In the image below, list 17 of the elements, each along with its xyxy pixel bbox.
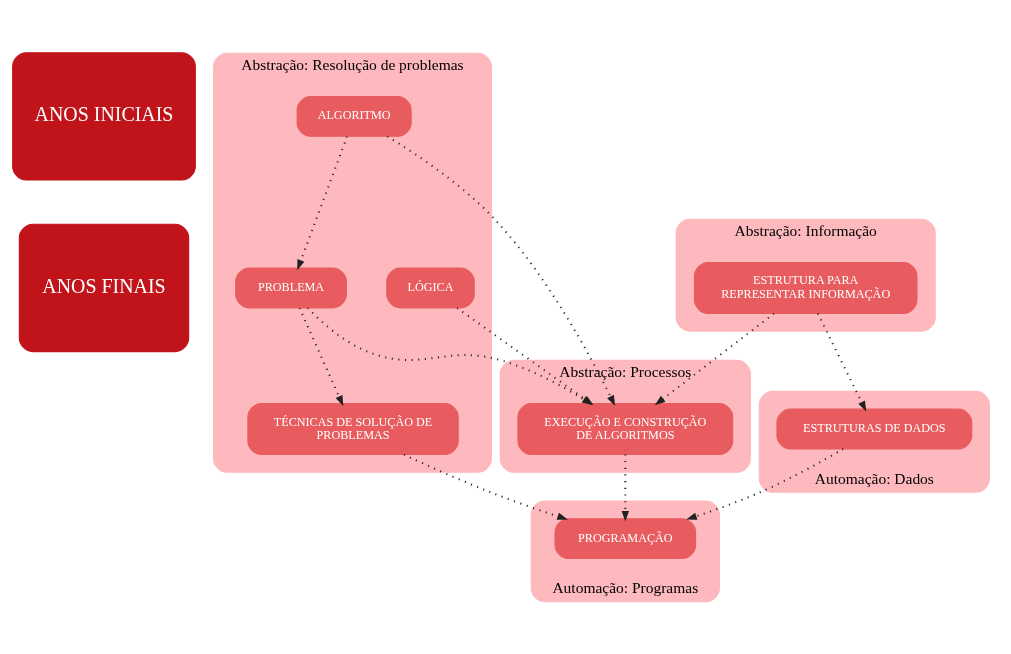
node-box: TÉCNICAS DE SOLUÇÃO DE PROBLEMAS <box>247 402 459 455</box>
arrow <box>298 306 344 406</box>
node-box: PROBLEMA <box>235 266 347 308</box>
node-box: ALGORITMO <box>296 95 412 137</box>
arrow <box>621 453 630 522</box>
arrow <box>654 312 775 405</box>
node-box: ANOS FINAIS <box>18 223 190 352</box>
node-box: ANOS INICIAIS <box>12 51 196 181</box>
node-box: EXECUÇÃO E CONSTRUÇÃO DE ALGORITMOS <box>517 402 734 455</box>
node-box: PROGRAMAÇÃO <box>554 517 697 559</box>
arrow <box>403 453 568 520</box>
node-box: LÓGICA <box>386 266 475 308</box>
arrow <box>297 135 348 270</box>
arrow <box>686 447 845 520</box>
node-box: ESTRUTURA PARA REPRESENTAR INFORMAÇÃO <box>693 261 918 314</box>
node-box: ESTRUTURAS DE DADOS <box>776 408 973 450</box>
arrow <box>816 312 867 412</box>
